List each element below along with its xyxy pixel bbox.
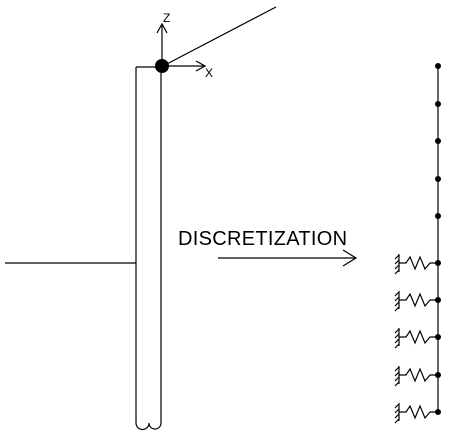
discrete-node [435, 409, 441, 415]
discrete-node [435, 334, 441, 340]
load-line [162, 6, 277, 67]
discrete-node [435, 372, 441, 378]
discretization-arrow-head [342, 249, 358, 267]
discrete-node [435, 138, 441, 144]
spring-support-hatch [394, 403, 400, 424]
soil-spring [399, 367, 438, 383]
spring-support-hatch [394, 254, 400, 275]
discretization-arrow-group: DISCRETIZATION [178, 228, 358, 267]
spring-support-hatch [394, 366, 400, 387]
soil-spring [399, 329, 438, 345]
spring-support-hatch [394, 328, 400, 349]
discrete-model [394, 63, 441, 424]
discrete-node [435, 213, 441, 219]
x-axis-label: X [205, 66, 213, 80]
pile-tip [135, 422, 162, 431]
z-axis-label: Z [163, 11, 170, 25]
z-axis-arrowhead [156, 22, 168, 34]
soil-spring [399, 255, 438, 271]
soil-spring [399, 292, 438, 308]
discrete-node [435, 176, 441, 182]
pile-body [135, 66, 162, 423]
pile-model: Z X [5, 6, 277, 431]
discrete-node [435, 260, 441, 266]
discrete-node [435, 101, 441, 107]
discretization-label: DISCRETIZATION [178, 228, 347, 250]
discrete-node [435, 297, 441, 303]
soil-spring [399, 404, 438, 420]
discrete-node [435, 63, 441, 69]
x-axis-arrowhead [195, 60, 207, 72]
spring-support-hatch [394, 291, 400, 312]
